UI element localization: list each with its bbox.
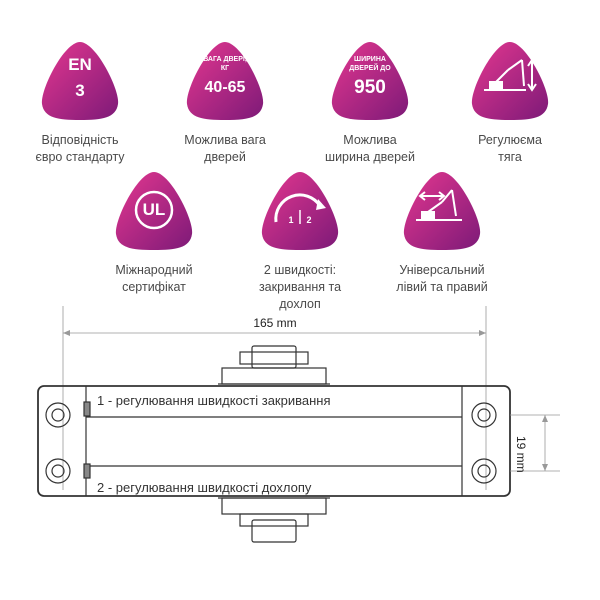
- badge-text: 2: [306, 215, 312, 225]
- badge-text: 950: [354, 77, 386, 98]
- two-speeds-badge: 1 2: [258, 168, 342, 252]
- badge-text: EN: [68, 55, 92, 74]
- badge-text: ШИРИНА: [354, 56, 386, 63]
- badge-text: 1: [288, 215, 294, 225]
- ul-certificate-badge: UL: [112, 168, 196, 252]
- door-width-badge: ШИРИНА ДВЕРЕЙ ДО 950: [328, 38, 412, 122]
- feature-caption: 2 швидкості: закривання та дохлоп: [258, 263, 342, 311]
- feature-caption: Можлива вага дверей: [184, 133, 266, 164]
- en-standard-badge: EN 3: [38, 38, 122, 122]
- door-weight-badge: ВАГА ДВЕРІ, КГ 40-65: [183, 38, 267, 122]
- feature-door-width: ШИРИНА ДВЕРЕЙ ДО 950 Можлива ширина двер…: [300, 38, 440, 166]
- feature-adjustable-arm: Регулюєма тяга: [440, 38, 580, 166]
- badge-text: 3: [75, 81, 85, 100]
- speed-gauge-icon: [274, 193, 326, 224]
- feature-door-weight: ВАГА ДВЕРІ, КГ 40-65 Можлива вага дверей: [155, 38, 295, 166]
- badge-text: КГ: [220, 65, 230, 72]
- feature-caption: Регулюєма тяга: [478, 133, 542, 164]
- feature-caption: Універсальний лівий та правий: [396, 263, 488, 294]
- feature-two-speeds: 1 2 2 швидкості: закривання та дохлоп: [230, 168, 370, 313]
- speed-label-1: 1 - регулювання швидкості закривання: [94, 393, 334, 408]
- ul-cert-icon: [134, 190, 174, 230]
- badge-text: ВАГА ДВЕРІ,: [203, 56, 247, 63]
- arm-adjust-icon: [484, 58, 537, 92]
- feature-en3: EN 3 Відповідність євро стандарту: [10, 38, 150, 166]
- feature-caption: Відповідність євро стандарту: [35, 133, 125, 164]
- feature-caption: Міжнародний сертифікат: [115, 263, 193, 294]
- door-closer-drawing: [37, 306, 560, 543]
- feature-caption: Можлива ширина дверей: [325, 133, 415, 164]
- width-dimension-label: 165 mm: [253, 316, 297, 330]
- badge-text: UL: [142, 200, 166, 219]
- universal-badge: [400, 168, 484, 252]
- feature-universal: Універсальний лівий та правий: [372, 168, 512, 296]
- height-dimension-label: 19 mm: [514, 436, 528, 473]
- feature-ul-certificate: UL Міжнародний сертифікат: [84, 168, 224, 296]
- speed-label-2: 2 - регулювання швидкості дохлопу: [94, 480, 315, 495]
- universal-arm-icon: [416, 189, 462, 221]
- badge-text: ДВЕРЕЙ ДО: [349, 65, 391, 72]
- badge-text: 40-65: [204, 79, 246, 96]
- adjustable-arm-badge: [468, 38, 552, 122]
